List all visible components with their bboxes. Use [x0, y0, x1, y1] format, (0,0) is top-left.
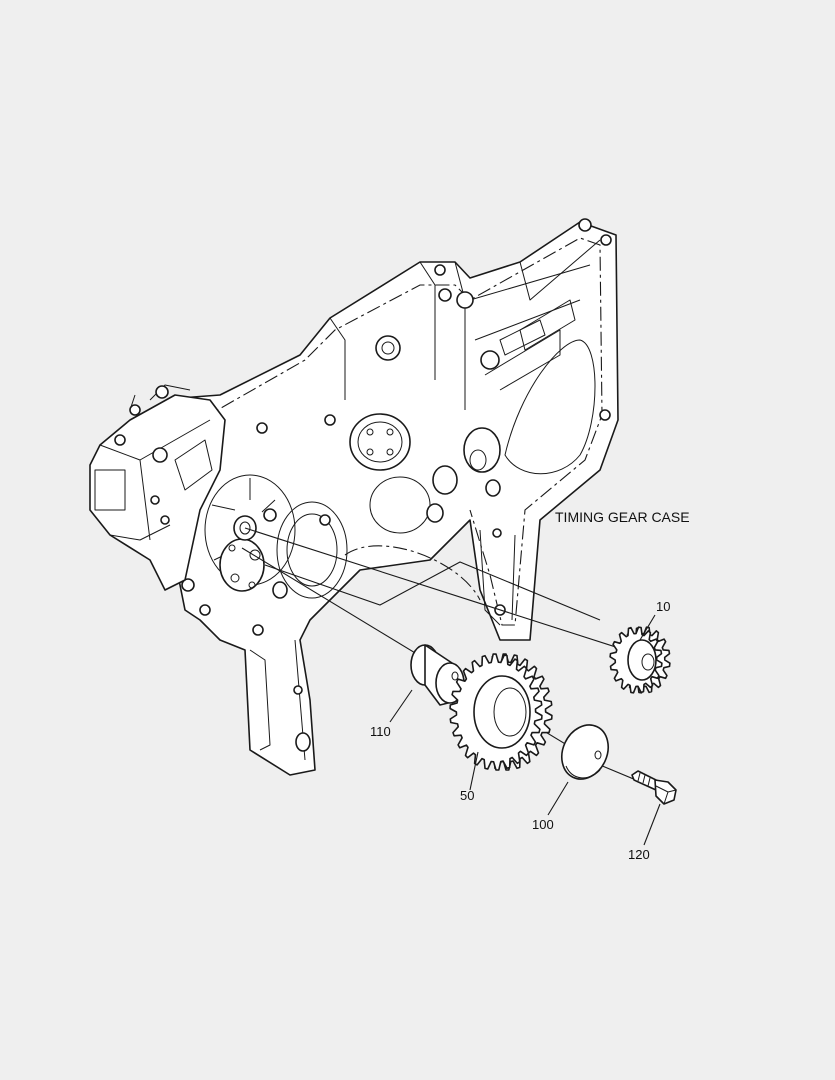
thrust-plate-part-100	[561, 724, 609, 780]
timing-gear-case	[171, 218, 619, 776]
callout-100: 100	[532, 817, 554, 832]
bushing-part-110	[410, 644, 465, 706]
small-gear-part-10	[609, 626, 671, 694]
callout-110: 110	[370, 724, 391, 739]
assembly-label: TIMING GEAR CASE	[555, 509, 690, 525]
callout-50: 50	[460, 788, 474, 803]
fuel-pump	[89, 384, 226, 591]
idler-gear-part-50	[449, 653, 553, 771]
callout-120: 120	[628, 847, 650, 862]
callout-leaders	[389, 614, 661, 846]
callout-10: 10	[656, 599, 670, 614]
bolt-part-120	[631, 770, 677, 805]
